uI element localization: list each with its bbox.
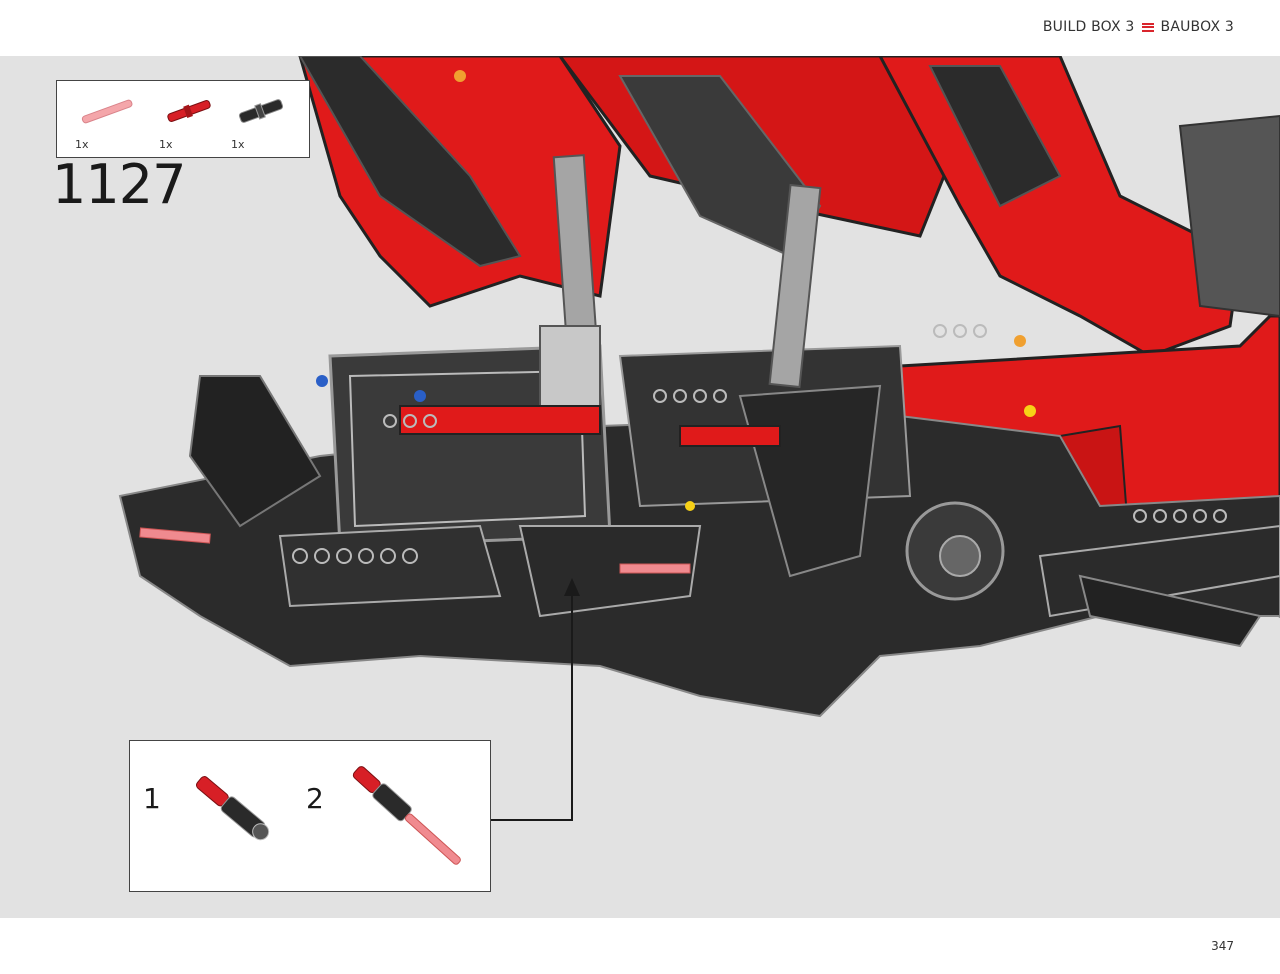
upper-red-frame [298,56,1242,358]
chassis [118,154,1280,718]
axle-connector-with-axle-icon [352,766,461,865]
flag-icon [1141,22,1154,32]
red-axle-pin-icon [167,100,211,122]
build-box-en: BUILD BOX 3 [1042,19,1135,35]
model-illustration [118,56,1280,821]
sub-assembly-callout: 1 2 [129,740,491,892]
build-box-label: BUILD BOX 3 BAUBOX 3 [1043,19,1234,35]
black-pin-connector-icon [238,99,284,123]
substep-number: 2 [306,782,324,815]
part-item: 1x [75,91,135,151]
page-header: BUILD BOX 3 BAUBOX 3 [0,0,1280,56]
step-number: 1127 [52,153,186,216]
page-number: 347 [1211,939,1234,953]
red-black-axle-connector-icon [195,776,270,841]
instruction-stage: 1x 1x 1x 1127 1 [0,56,1280,918]
page-footer: 347 [0,918,1280,974]
substep-number: 1 [143,782,161,815]
part-quantity: 1x [159,138,173,151]
pin-holes [292,324,1227,564]
part-item: 1x [159,91,219,151]
parts-list: 1x 1x 1x [56,80,310,158]
callout-arrow [490,578,580,821]
colored-pins [316,70,1036,511]
build-box-de: BAUBOX 3 [1160,19,1234,35]
part-item: 1x [231,91,291,151]
part-quantity: 1x [75,138,89,151]
pink-translucent-axle-icon [81,99,133,124]
part-quantity: 1x [231,138,245,151]
